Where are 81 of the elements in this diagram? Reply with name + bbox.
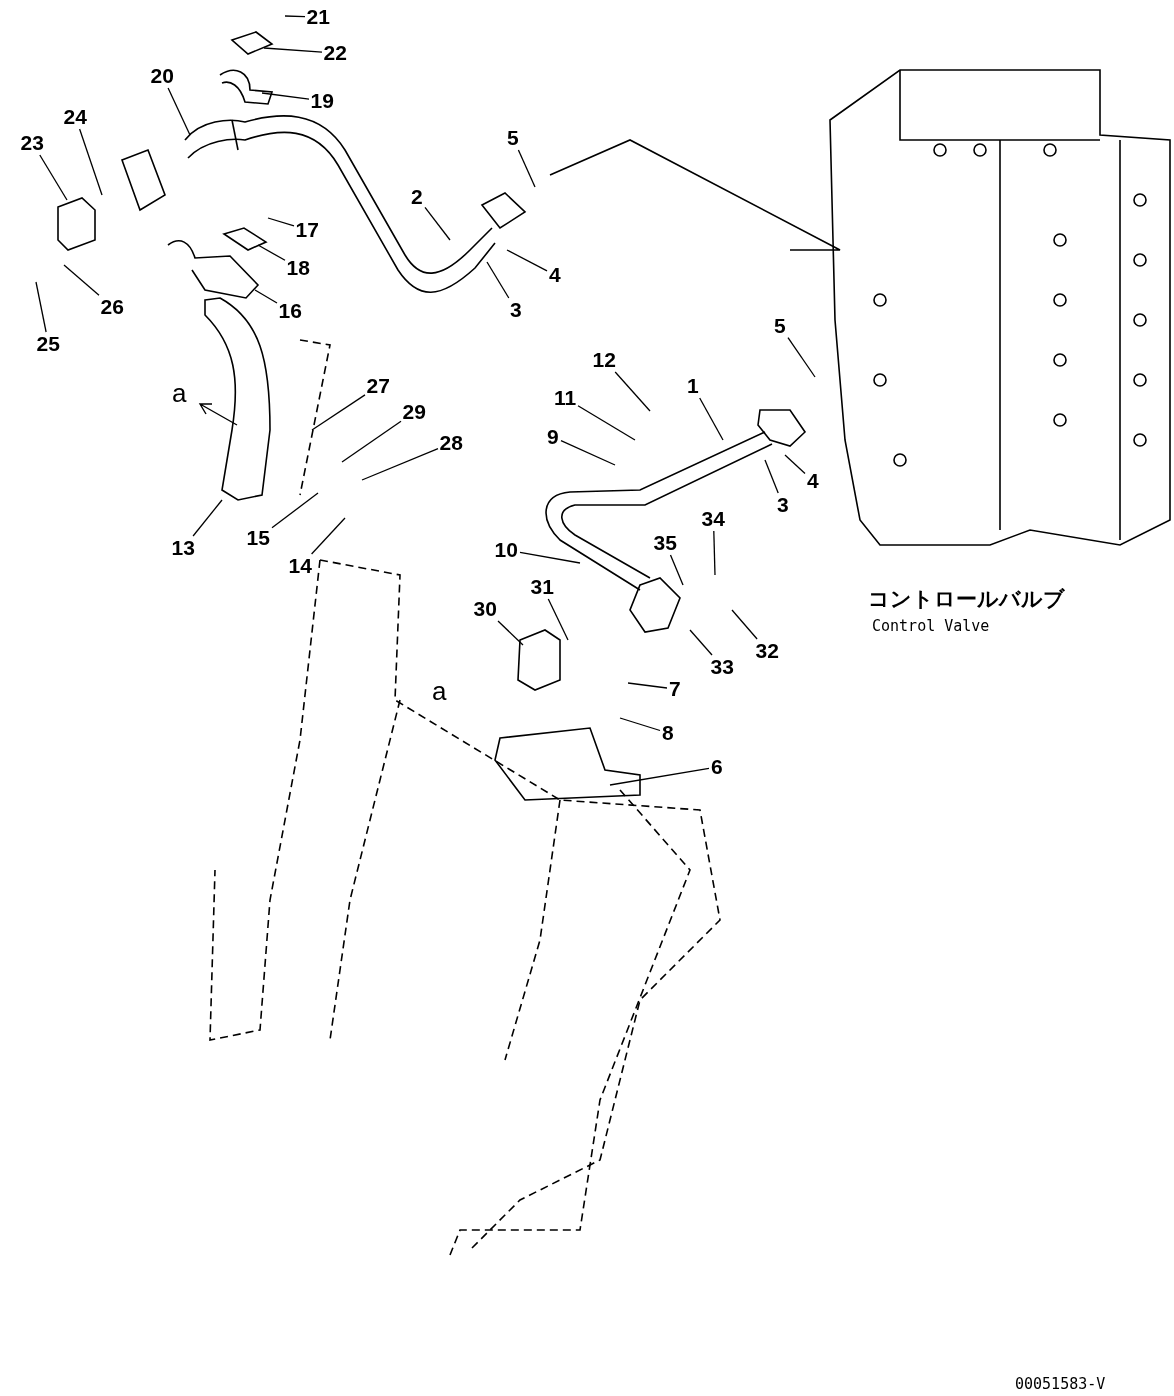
callout-number: 33 xyxy=(710,656,734,678)
callout-number: 30 xyxy=(473,598,497,620)
callout-number: 7 xyxy=(669,678,681,700)
view-mark: a xyxy=(172,378,187,409)
leader-line xyxy=(689,629,713,656)
callout-number: 2 xyxy=(411,186,423,208)
callout-number: 35 xyxy=(653,532,677,554)
leader-line xyxy=(787,337,816,378)
leader-line xyxy=(577,405,636,441)
callout-number: 4 xyxy=(807,470,819,492)
leader-line xyxy=(310,517,346,555)
leader-line xyxy=(39,154,68,201)
leader-line xyxy=(35,281,47,333)
leader-line xyxy=(614,371,651,412)
leader-line xyxy=(361,447,439,481)
leader-line xyxy=(167,87,191,136)
callout-number: 1 xyxy=(687,375,699,397)
leader-line xyxy=(627,682,668,689)
callout-number: 10 xyxy=(494,539,518,561)
callout-number: 14 xyxy=(288,555,312,577)
callout-number: 12 xyxy=(592,349,616,371)
leader-line xyxy=(609,767,710,786)
callout-number: 3 xyxy=(510,299,522,321)
callout-number: 27 xyxy=(366,375,390,397)
callout-number: 9 xyxy=(547,426,559,448)
leader-line xyxy=(311,394,366,431)
callout-number: 22 xyxy=(323,42,347,64)
leader-line xyxy=(713,530,716,576)
callout-number: 5 xyxy=(507,127,519,149)
callout-number: 15 xyxy=(246,527,270,549)
callout-number: 11 xyxy=(554,387,577,409)
callout-number: 18 xyxy=(286,257,310,279)
part-name: コントロールバルブ xyxy=(868,586,1065,613)
leader-line xyxy=(267,217,295,227)
callout-number: 13 xyxy=(171,537,195,559)
callout-number: 31 xyxy=(530,576,554,598)
callout-number: 25 xyxy=(36,333,60,355)
leader-line xyxy=(619,717,661,732)
leader-line xyxy=(261,92,310,100)
leader-line xyxy=(271,492,319,529)
leader-line xyxy=(764,459,779,494)
leader-line xyxy=(517,149,536,188)
leader-line xyxy=(284,15,306,18)
leader-line xyxy=(547,598,569,641)
leader-line xyxy=(699,397,724,441)
callout-number: 32 xyxy=(755,640,779,662)
leader-line xyxy=(669,554,684,586)
part-name: Control Valve xyxy=(872,617,990,635)
callout-number: 4 xyxy=(549,264,561,286)
leader-line xyxy=(78,128,103,196)
callout-number: 17 xyxy=(295,219,319,241)
leader-line xyxy=(506,249,548,272)
leader-line xyxy=(192,499,223,537)
view-mark: a xyxy=(432,676,447,707)
callout-number: 19 xyxy=(310,90,334,112)
callout-number: 26 xyxy=(100,296,124,318)
callout-number: 29 xyxy=(402,401,426,423)
callout-number: 34 xyxy=(701,508,725,530)
leader-line xyxy=(254,289,278,304)
leader-line xyxy=(424,206,451,241)
callout-number: 23 xyxy=(20,132,44,154)
drawing-number: 00051583-V xyxy=(1015,1375,1106,1393)
callout-number: 3 xyxy=(777,494,789,516)
callout-number: 16 xyxy=(278,300,302,322)
leader-line xyxy=(257,244,286,261)
leader-line xyxy=(341,420,402,463)
callout-number: 20 xyxy=(150,65,174,87)
callout-number: 5 xyxy=(774,315,786,337)
leader-line xyxy=(497,620,524,646)
leader-line xyxy=(560,439,616,466)
leader-line xyxy=(263,47,323,53)
callout-number: 28 xyxy=(439,432,463,454)
leader-line xyxy=(519,551,581,564)
leader-line xyxy=(486,261,510,299)
leader-line xyxy=(63,264,100,296)
callout-number: 24 xyxy=(63,106,87,128)
leader-line xyxy=(731,609,758,640)
callout-number: 21 xyxy=(306,6,330,28)
callout-number: 6 xyxy=(711,756,723,778)
leader-line xyxy=(784,454,806,475)
callout-number: 8 xyxy=(662,722,674,744)
